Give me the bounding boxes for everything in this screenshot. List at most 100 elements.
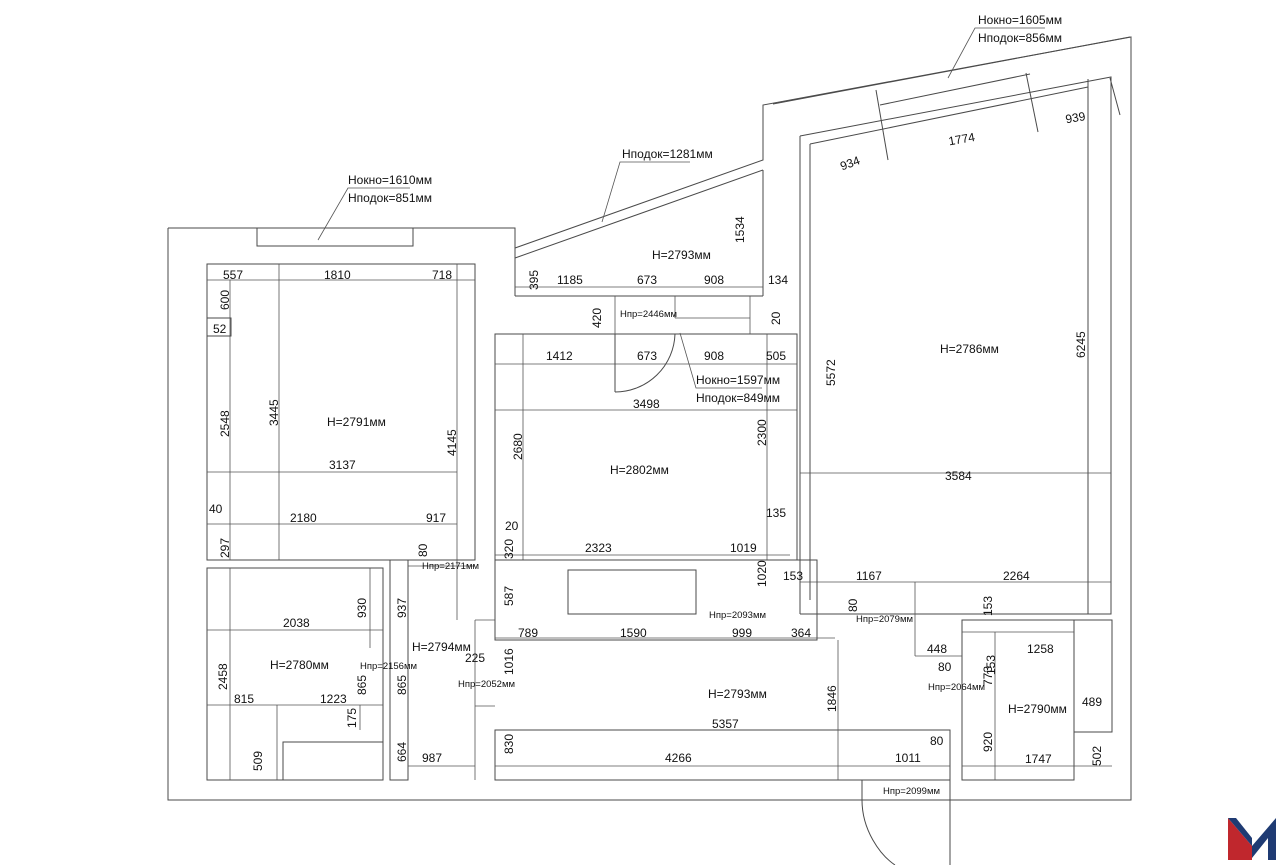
dim: 2458 — [216, 663, 230, 690]
dim: 773 — [981, 666, 995, 686]
dim: 395 — [527, 270, 541, 290]
height-hall: H=2793мм — [708, 687, 767, 701]
dim: 20 — [769, 311, 783, 325]
dim: 2264 — [1003, 569, 1030, 583]
dim: 1810 — [324, 268, 351, 282]
dim: 5357 — [712, 717, 739, 731]
dim: 789 — [518, 626, 538, 640]
dim: 557 — [223, 268, 243, 282]
dim: 2300 — [755, 419, 769, 446]
dimension-labels: 557 1810 718 52 3137 40 2180 917 2038 81… — [209, 268, 1102, 766]
leader-lines — [317, 27, 1045, 389]
corridor — [389, 559, 495, 781]
door-height-2446: Hпр=2446мм — [620, 309, 677, 320]
dim: 1020 — [755, 560, 769, 587]
dim: 934 — [838, 153, 862, 173]
dim: 999 — [732, 626, 752, 640]
dim: 1590 — [620, 626, 647, 640]
dim: 1774 — [947, 130, 976, 148]
height-corridor: H=2794мм — [412, 640, 471, 654]
dim: 20 — [505, 519, 519, 533]
dim: 40 — [209, 502, 223, 516]
dim: 80 — [846, 598, 860, 612]
door-height-2171: Hпр=2171мм — [422, 561, 479, 572]
dim: 2680 — [511, 433, 525, 460]
dim: 297 — [218, 538, 232, 558]
dim: 134 — [768, 273, 788, 287]
door-height-2052: Hпр=2052мм — [458, 679, 515, 690]
dim: 4145 — [445, 429, 459, 456]
height-mid-top: H=2793мм — [652, 248, 711, 262]
dim: 448 — [927, 642, 947, 656]
label-balcony-window-sill: Hподок=849мм — [696, 391, 780, 405]
dim: 815 — [234, 692, 254, 706]
dim: 1011 — [895, 751, 921, 765]
dim: 320 — [502, 539, 516, 559]
height-bath-left: H=2780мм — [270, 658, 329, 672]
door-height-2079: Hпр=2079мм — [856, 614, 913, 625]
dim: 673 — [637, 273, 657, 287]
dim: 153 — [984, 655, 998, 675]
dim: 917 — [426, 511, 446, 525]
label-window-left-height: Hокно=1610мм — [348, 173, 432, 187]
height-bath-right: H=2790мм — [1008, 702, 1067, 716]
height-right-room: H=2786мм — [940, 342, 999, 356]
dim: 865 — [395, 675, 409, 695]
dim: 135 — [766, 506, 786, 520]
dim: 153 — [783, 569, 803, 583]
dim: 587 — [502, 586, 516, 606]
dim: 718 — [432, 268, 452, 282]
dim: 865 — [355, 675, 369, 695]
door-height-2064: Hпр=2064мм — [928, 682, 985, 693]
dim: 939 — [1064, 109, 1086, 126]
dim: 1534 — [733, 216, 747, 243]
dim: 364 — [791, 626, 811, 640]
door-height-2093: Hпр=2093мм — [709, 610, 766, 621]
door-height-2099: Hпр=2099мм — [883, 786, 940, 797]
dim: 2038 — [283, 616, 310, 630]
dim: 1412 — [546, 349, 573, 363]
label-window-mid-sill: Hподок=1281мм — [622, 147, 713, 161]
bath-right — [915, 619, 1113, 781]
bath-left — [206, 567, 384, 781]
dim: 673 — [637, 349, 657, 363]
dim: 505 — [766, 349, 786, 363]
dim: 1846 — [825, 685, 839, 712]
dim: 1016 — [502, 648, 516, 675]
dim: 830 — [502, 734, 516, 754]
dim: 5572 — [824, 359, 838, 386]
company-logo — [1228, 818, 1276, 860]
dim: 1223 — [320, 692, 347, 706]
dim: 1019 — [730, 541, 757, 555]
dim: 6245 — [1074, 331, 1088, 358]
label-window-top-height: Hокно=1605мм — [978, 13, 1062, 27]
label-balcony-window-height: Hокно=1597мм — [696, 373, 780, 387]
dim: 502 — [1090, 746, 1104, 766]
dim: 153 — [981, 596, 995, 616]
dim: 80 — [416, 543, 430, 557]
dim: 1167 — [856, 569, 882, 583]
dim: 937 — [395, 598, 409, 618]
dim: 920 — [981, 732, 995, 752]
right-room — [800, 472, 1111, 656]
dim: 664 — [395, 742, 409, 762]
dim: 175 — [345, 708, 359, 728]
dim: 420 — [590, 308, 604, 328]
dim: 3498 — [633, 397, 660, 411]
height-kitchen: H=2802мм — [610, 463, 669, 477]
dim: 3137 — [329, 458, 356, 472]
dim: 600 — [218, 290, 232, 310]
dim: 1747 — [1025, 752, 1052, 766]
dim: 930 — [355, 598, 369, 618]
kitchen — [494, 286, 798, 561]
door-height-2156: Hпр=2156мм — [360, 661, 417, 672]
dim: 509 — [251, 751, 265, 771]
dimension-labels-vertical: 600 2548 3445 4145 297 80 930 937 2458 8… — [216, 109, 1104, 771]
dim: 3445 — [267, 399, 281, 426]
dim: 1258 — [1027, 642, 1054, 656]
hall — [494, 559, 951, 865]
dim: 80 — [938, 660, 952, 674]
dim: 2323 — [585, 541, 612, 555]
